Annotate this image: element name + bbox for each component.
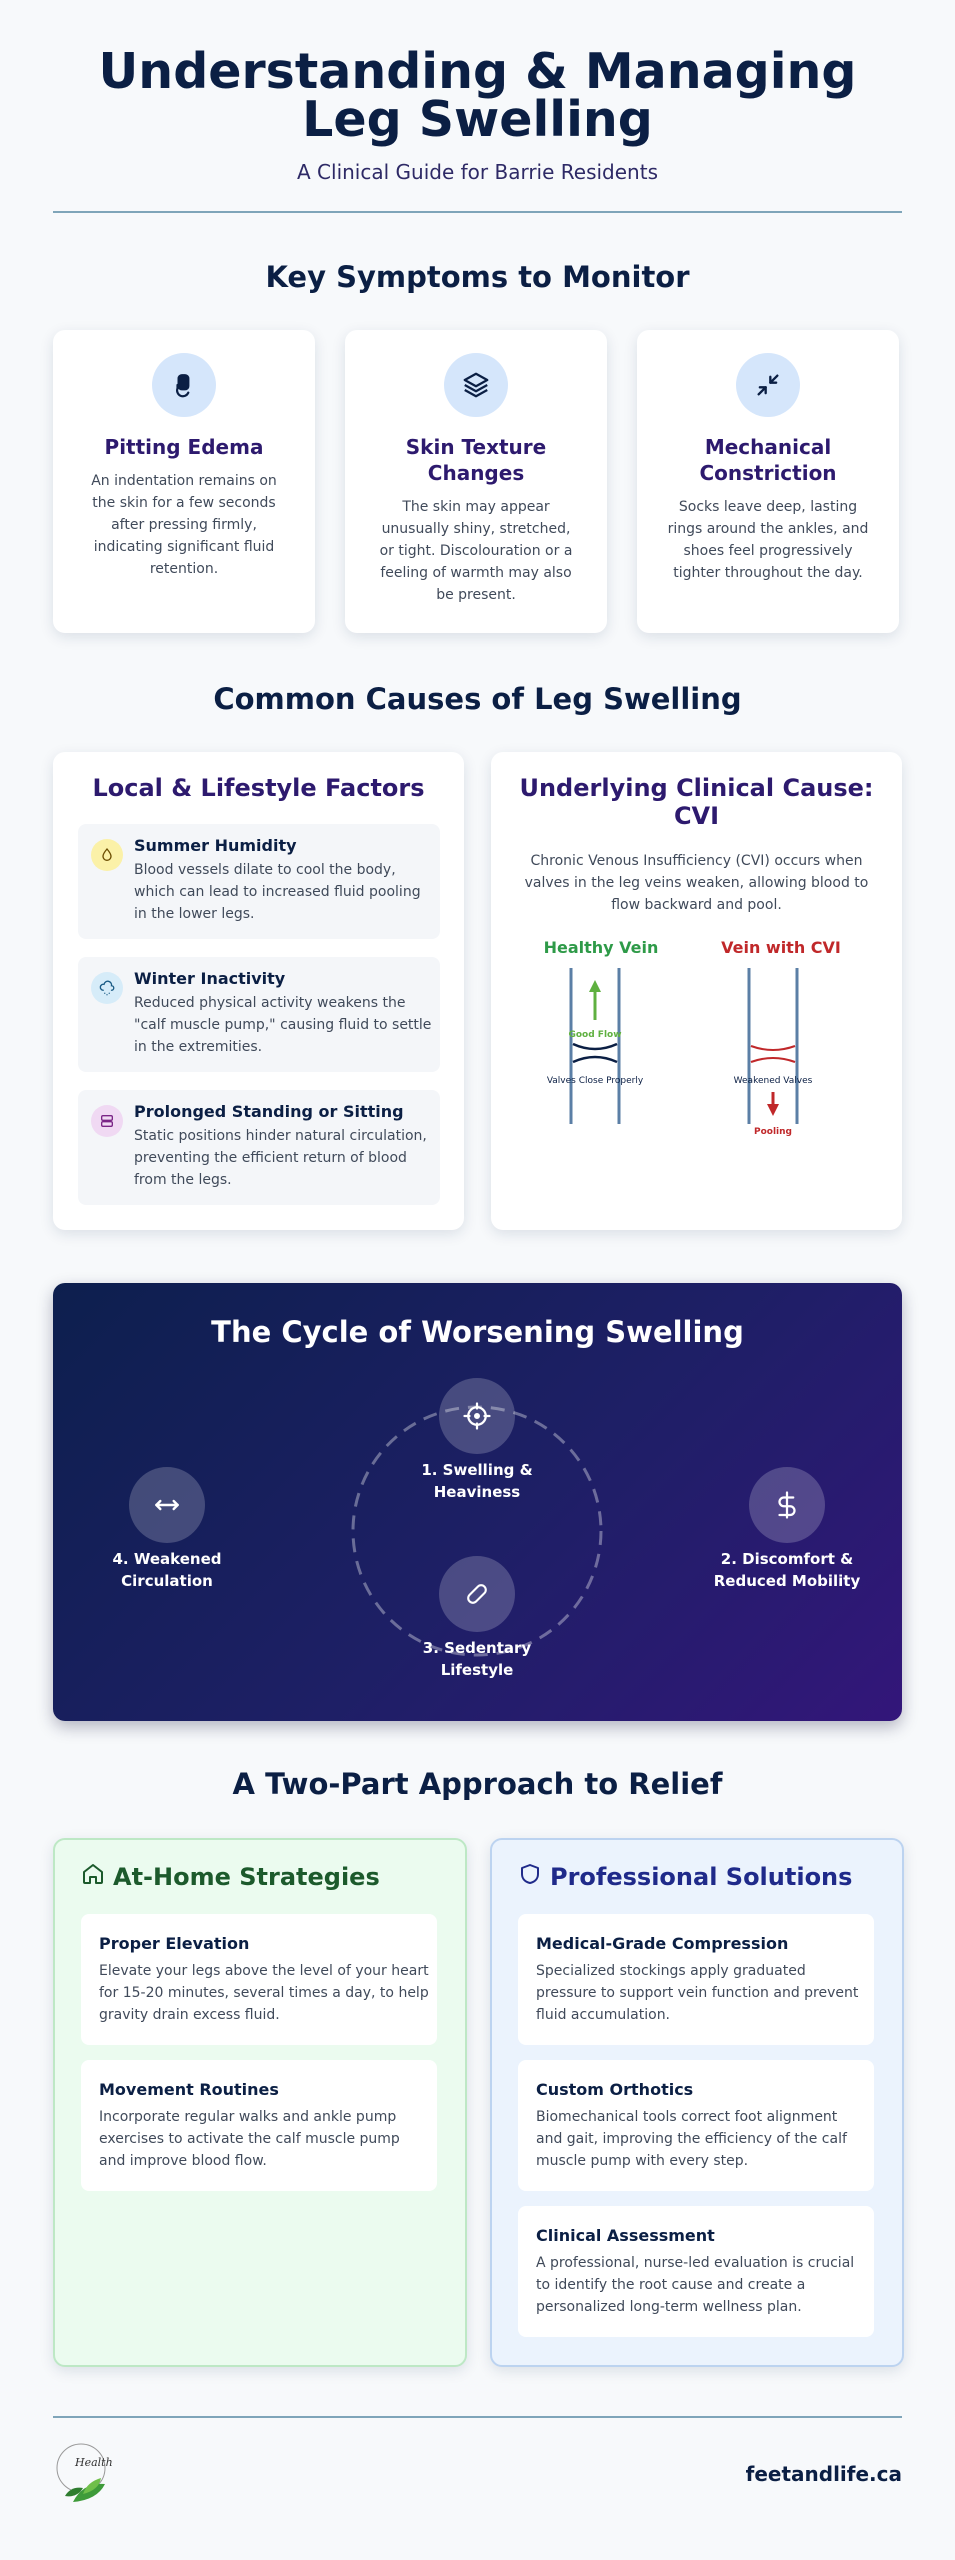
symptom-text: Socks leave deep, lasting rings around t… [667, 499, 869, 581]
clinical-cause-title: Underlying Clinical Cause: CVI [519, 774, 874, 830]
cycle-step-3: 3. Sedentary Lifestyle [422, 1639, 532, 1679]
factor-summer-humidity: Summer Humidity Blood vessels dilate to … [78, 824, 440, 939]
factor-title: Prolonged Standing or Sitting [134, 1102, 404, 1121]
solution-orthotics: Custom Orthotics Biomechanical tools cor… [518, 2060, 874, 2191]
compress-arrows-icon [736, 353, 800, 417]
at-home-strategies-card: At-Home Strategies Proper Elevation Elev… [53, 1838, 467, 2367]
strategy-movement-routines: Movement Routines Incorporate regular wa… [81, 2060, 437, 2191]
title-line-2: Leg Swelling [302, 91, 653, 148]
strategy-text: Incorporate regular walks and ankle pump… [99, 2109, 400, 2169]
horizontal-arrows-icon [129, 1467, 205, 1543]
cycle-panel: The Cycle of Worsening Swelling 1. Swell… [53, 1283, 902, 1721]
solution-text: Specialized stockings apply graduated pr… [536, 1963, 859, 2023]
relief-heading: A Two-Part Approach to Relief [232, 1767, 723, 1801]
solution-text: A professional, nurse-led evaluation is … [536, 2255, 855, 2315]
solution-title: Custom Orthotics [536, 2080, 694, 2099]
symptom-card-skin-texture: Skin Texture Changes The skin may appear… [345, 330, 607, 633]
symptom-card-constriction: Mechanical Constriction Socks leave deep… [637, 330, 899, 633]
leaf-logo-icon: Health [56, 2443, 113, 2502]
page-title: Understanding & Managing Leg Swelling [0, 43, 955, 148]
clinical-cause-card: Underlying Clinical Cause: CVI Chronic V… [491, 752, 902, 1230]
page-subtitle: A Clinical Guide for Barrie Residents [297, 160, 658, 184]
causes-heading: Common Causes of Leg Swelling [213, 682, 742, 716]
house-icon [81, 1862, 105, 1892]
snow-cloud-icon [91, 972, 123, 1004]
symptom-text: An indentation remains on the skin for a… [91, 473, 277, 577]
seat-icon [91, 1105, 123, 1137]
weakened-valves-label: Weakened Valves [734, 1076, 813, 1086]
cvi-vein-illustration [747, 968, 799, 1124]
header-divider [53, 211, 902, 213]
cvi-vein-label: Vein with CVI [721, 938, 841, 957]
good-flow-label: Good Flow [568, 1030, 621, 1040]
bandage-icon [439, 1556, 515, 1632]
dollar-icon [749, 1467, 825, 1543]
local-factors-card: Local & Lifestyle Factors Summer Humidit… [53, 752, 464, 1230]
symptom-title: Skin Texture Changes [405, 435, 547, 485]
cycle-step-1: 1. Swelling & Heaviness [421, 1461, 533, 1501]
logo-text: Health [74, 2456, 113, 2469]
symptom-title: Pitting Edema [104, 435, 264, 459]
healthy-vein-label: Healthy Vein [543, 938, 659, 957]
strategy-title: Movement Routines [99, 2080, 279, 2099]
local-factors-title: Local & Lifestyle Factors [92, 774, 425, 802]
symptom-text: The skin may appear unusually shiny, str… [379, 499, 573, 603]
solution-title: Clinical Assessment [536, 2226, 715, 2245]
factor-prolonged-standing: Prolonged Standing or Sitting Static pos… [78, 1090, 440, 1205]
cycle-step-2: 2. Discomfort & Reduced Mobility [713, 1550, 861, 1590]
factor-text: Static positions hinder natural circulat… [134, 1128, 427, 1188]
title-line-1: Understanding & Managing [98, 43, 857, 100]
strategy-text: Elevate your legs above the level of you… [99, 1963, 429, 2023]
symptom-card-pitting-edema: Pitting Edema An indentation remains on … [53, 330, 315, 633]
crosshair-icon [439, 1378, 515, 1454]
at-home-header: At-Home Strategies [81, 1862, 380, 1892]
symptom-title: Mechanical Constriction [699, 435, 837, 485]
at-home-title: At-Home Strategies [113, 1863, 380, 1891]
droplet-icon [91, 839, 123, 871]
shield-icon [518, 1862, 542, 1892]
factor-title: Winter Inactivity [134, 969, 286, 988]
symptoms-heading: Key Symptoms to Monitor [265, 260, 690, 294]
solution-text: Biomechanical tools correct foot alignme… [536, 2109, 847, 2169]
factor-winter-inactivity: Winter Inactivity Reduced physical activ… [78, 957, 440, 1072]
layers-icon [444, 353, 508, 417]
clinical-cause-text: Chronic Venous Insufficiency (CVI) occur… [524, 853, 869, 913]
footer-divider [53, 2416, 902, 2418]
solution-compression: Medical-Grade Compression Specialized st… [518, 1914, 874, 2045]
vein-diagram: Good Flow Valves Close Properly Weakened… [547, 968, 813, 1137]
factor-text: Blood vessels dilate to cool the body, w… [134, 862, 421, 922]
footer-logo: Health [53, 2442, 117, 2506]
finger-press-icon [152, 353, 216, 417]
professional-solutions-card: Professional Solutions Medical-Grade Com… [490, 1838, 904, 2367]
factor-text: Reduced physical activity weakens the "c… [134, 995, 432, 1055]
strategy-title: Proper Elevation [99, 1934, 250, 1953]
professional-header: Professional Solutions [518, 1862, 852, 1892]
solution-title: Medical-Grade Compression [536, 1934, 789, 1953]
professional-title: Professional Solutions [550, 1863, 853, 1891]
cycle-title: The Cycle of Worsening Swelling [211, 1315, 744, 1349]
cycle-step-4: 4. Weakened Circulation [112, 1550, 222, 1590]
pooling-label: Pooling [754, 1127, 792, 1137]
factor-title: Summer Humidity [134, 836, 297, 855]
website-link[interactable]: feetandlife.ca [745, 2462, 902, 2486]
solution-assessment: Clinical Assessment A professional, nurs… [518, 2206, 874, 2337]
valves-close-label: Valves Close Properly [547, 1076, 644, 1086]
strategy-proper-elevation: Proper Elevation Elevate your legs above… [81, 1914, 437, 2045]
healthy-vein-illustration [569, 968, 621, 1124]
